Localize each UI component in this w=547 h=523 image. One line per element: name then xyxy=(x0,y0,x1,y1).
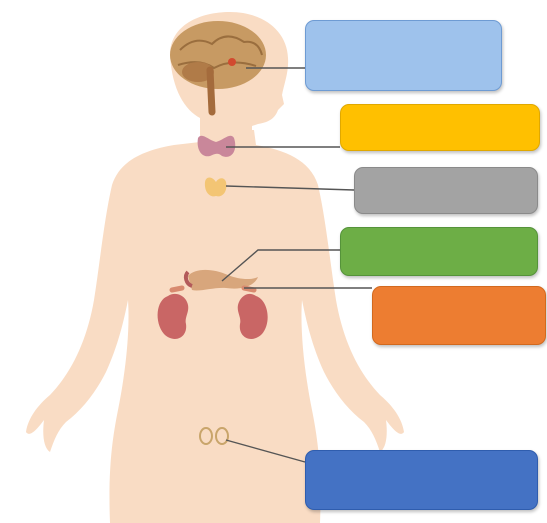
label-box-kidneys[interactable] xyxy=(372,286,546,345)
label-box-thyroid[interactable] xyxy=(340,104,540,151)
label-box-brain[interactable] xyxy=(305,20,502,91)
label-box-gonads[interactable] xyxy=(305,450,538,510)
label-box-pancreas[interactable] xyxy=(340,227,538,276)
label-box-thymus[interactable] xyxy=(354,167,538,214)
